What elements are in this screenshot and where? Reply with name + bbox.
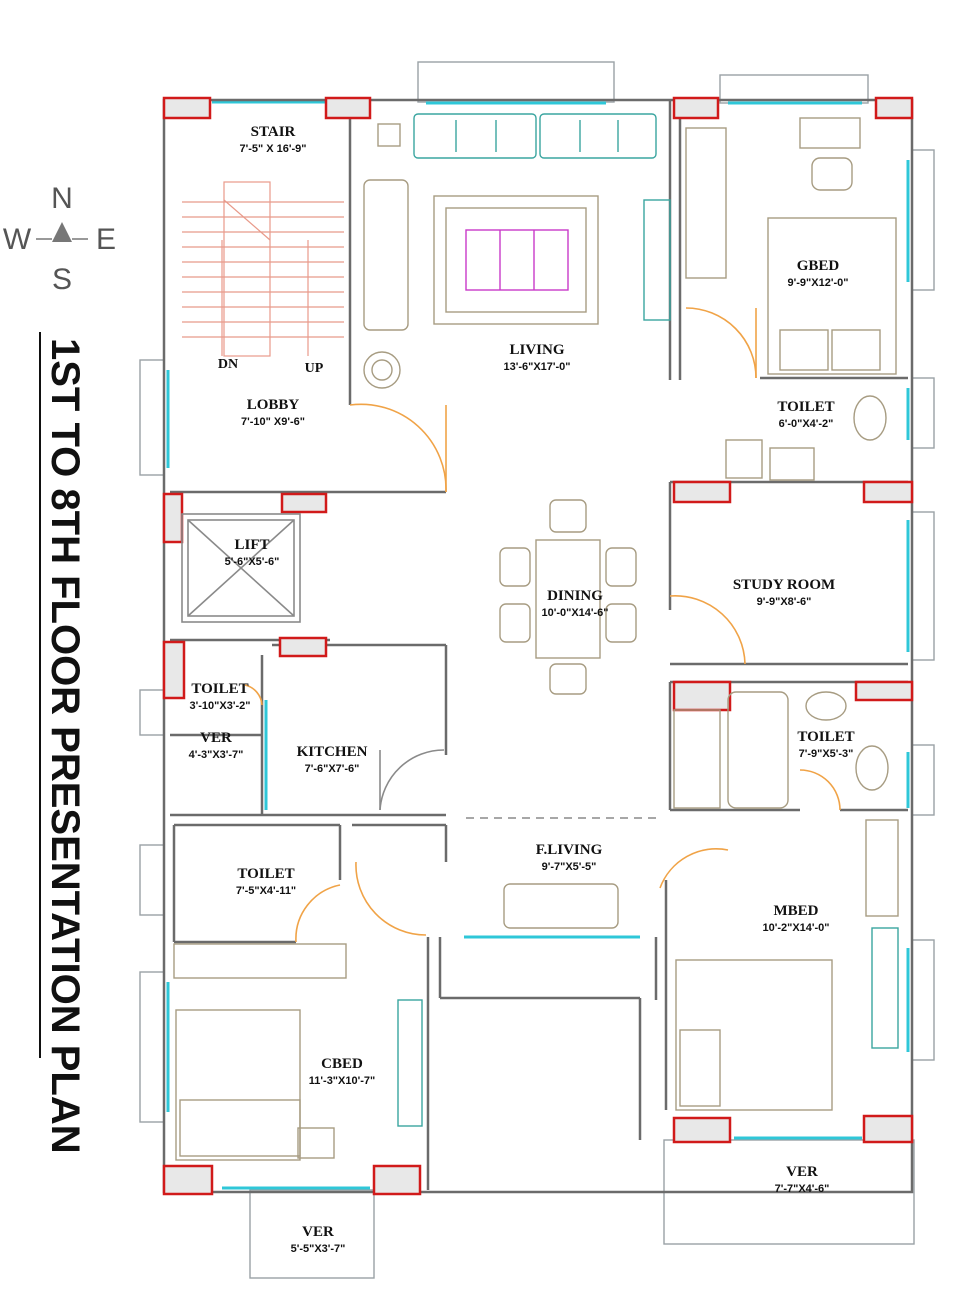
room-name: CBED — [321, 1056, 363, 1072]
plan-title: 1ST TO 8TH FLOOR PRESENTATION PLAN — [43, 338, 87, 1154]
room-dimension: 6'-0"X4'-2" — [779, 418, 834, 430]
room-name: VER — [200, 730, 232, 746]
room-name: LIFT — [234, 537, 269, 553]
compass-arrow-icon — [52, 222, 72, 242]
room-dimension: 11'-3"X10'-7" — [309, 1075, 375, 1087]
room-name: TOILET — [777, 399, 834, 415]
lift-shaft — [181, 513, 301, 623]
room-name: F.LIVING — [536, 842, 603, 858]
stair-down-label: DN — [218, 357, 238, 372]
room-dimension: 5'-5"X3'-7" — [291, 1243, 346, 1255]
room-name: LOBBY — [247, 397, 300, 413]
room-dimension: 3'-10"X3'-2" — [190, 700, 251, 712]
room-name: TOILET — [191, 681, 248, 697]
room-dimension: 7'-6"X7'-6" — [305, 763, 360, 775]
room-dimension: 4'-3"X3'-7" — [189, 749, 244, 761]
room-dimension: 10'-2"X14'-0" — [762, 922, 829, 934]
room-dimension: 7'-5"X4'-11" — [236, 885, 296, 897]
furniture — [173, 113, 899, 1161]
room-dimension: 9'-9"X8'-6" — [757, 596, 812, 608]
columns — [162, 96, 914, 1196]
compass-north: N — [51, 182, 73, 215]
room-dimension: 7'-10" X9'-6" — [241, 416, 305, 428]
compass-south: S — [52, 263, 72, 296]
room-labels: STAIR 7'-5" X 16'-9" LOBBY 7'-10" X9'-6" LIV… — [189, 124, 855, 1255]
room-name: STUDY ROOM — [733, 577, 835, 593]
room-dimension: 7'-7"X4'-6" — [775, 1183, 830, 1195]
doors — [244, 307, 841, 943]
compass-east: E — [96, 223, 116, 256]
room-dimension: 13'-6"X17'-0" — [503, 361, 570, 373]
room-name: GBED — [797, 258, 840, 274]
room-name: DINING — [547, 588, 603, 604]
room-name: VER — [786, 1164, 818, 1180]
room-dimension: 9'-7"X5'-5" — [542, 861, 597, 873]
staircase — [182, 181, 344, 357]
room-dimension: 7'-5" X 16'-9" — [239, 143, 306, 155]
room-name: STAIR — [251, 124, 296, 140]
compass-west: W — [3, 223, 32, 256]
glazing — [166, 100, 910, 1190]
room-name: KITCHEN — [297, 744, 368, 760]
room-name: TOILET — [797, 729, 854, 745]
room-dimension: 5'-6"X5'-6" — [225, 556, 280, 568]
room-dimension: 7'-9"X5'-3" — [799, 748, 854, 760]
room-dimension: 9'-9"X12'-0" — [788, 277, 849, 289]
stair-up-label: UP — [305, 361, 324, 376]
room-name: MBED — [774, 903, 819, 919]
window-frames — [139, 61, 935, 1279]
room-name: TOILET — [237, 866, 294, 882]
compass: N S W E — [3, 182, 116, 296]
room-dimension: 10'-0"X14'-6" — [541, 607, 608, 619]
room-name: VER — [302, 1224, 334, 1240]
room-name: LIVING — [509, 342, 564, 358]
